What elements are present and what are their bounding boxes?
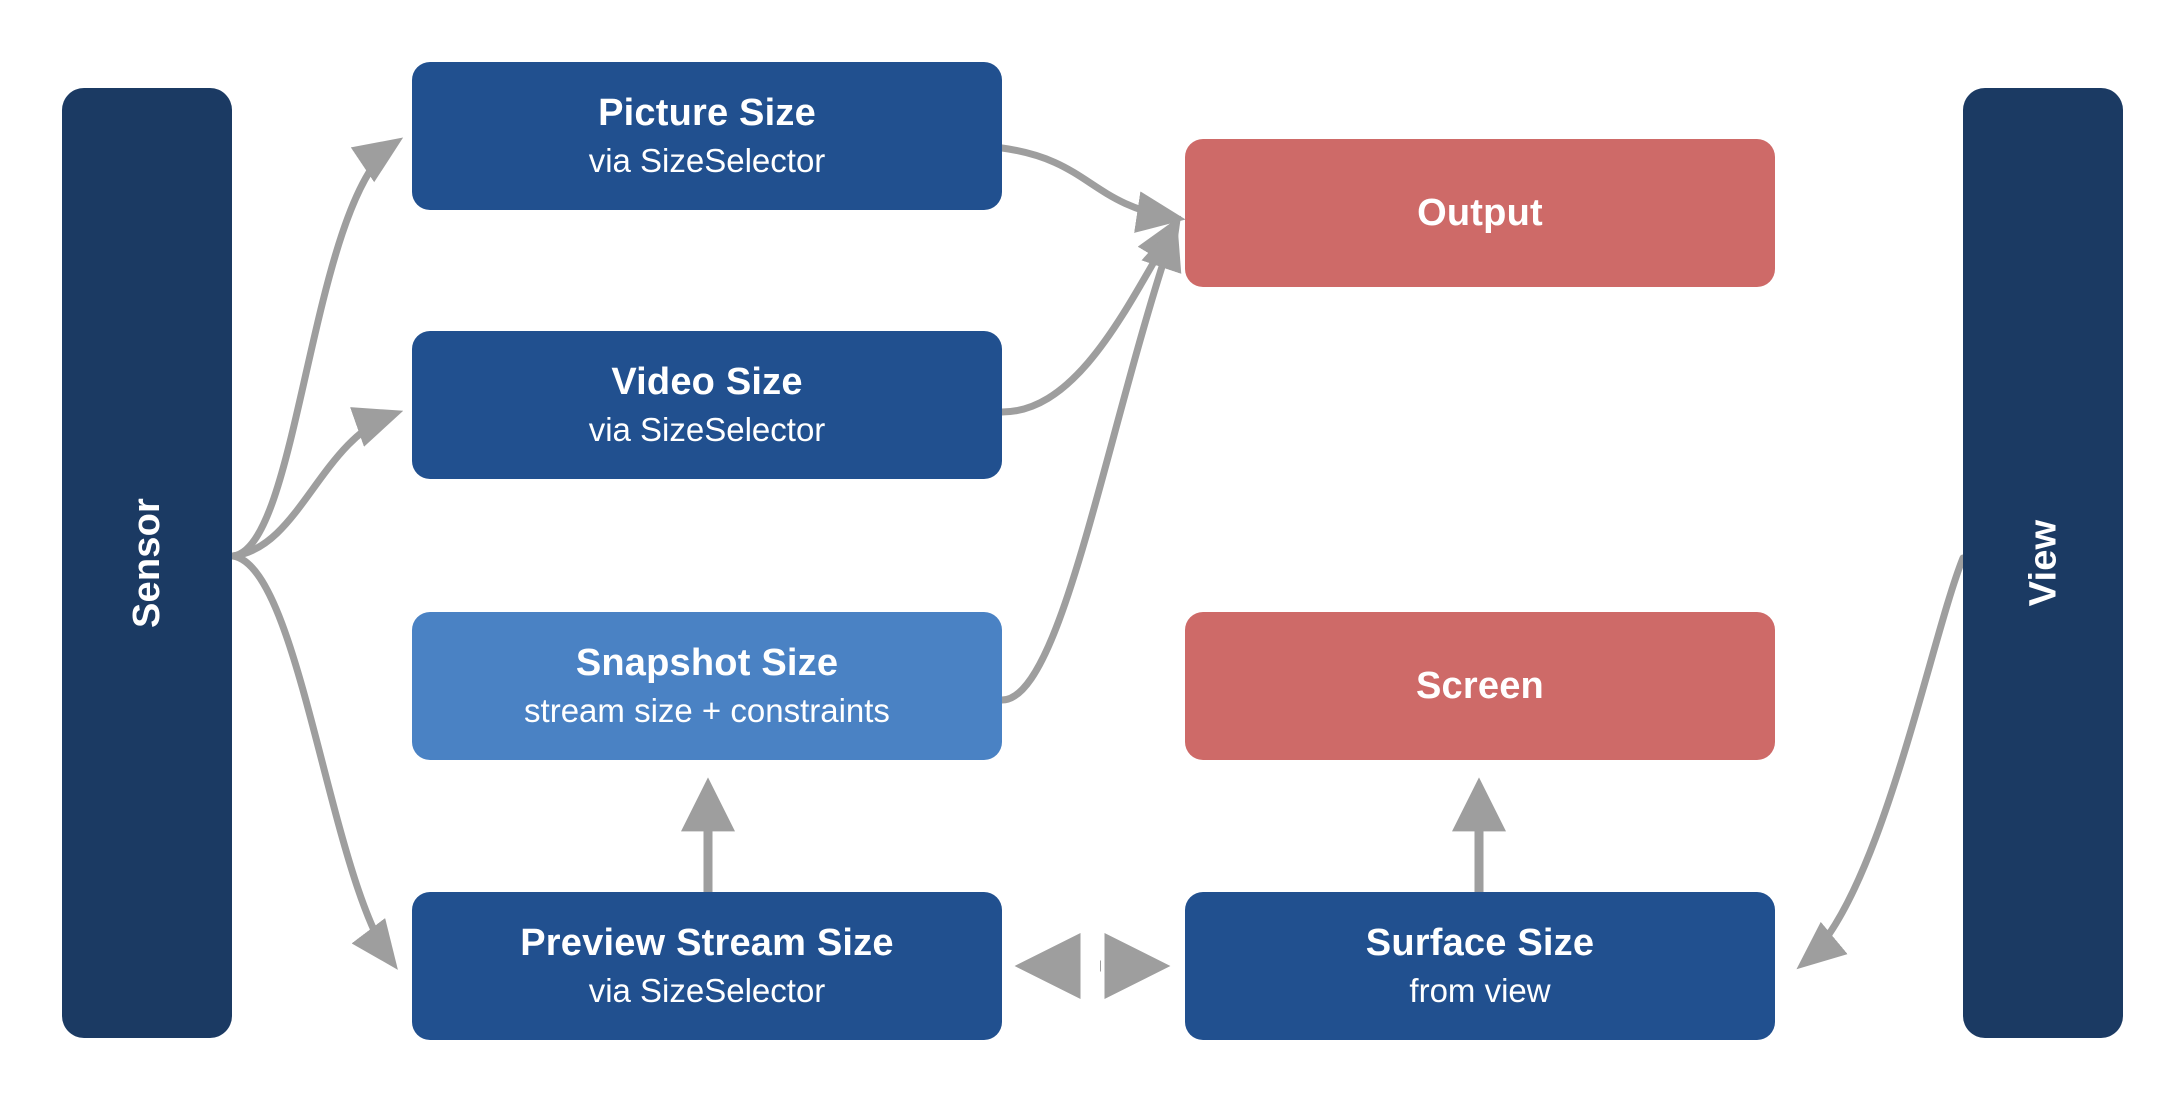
edge-picture-size-to-output bbox=[998, 144, 1186, 233]
node-output[interactable]: Output bbox=[1185, 139, 1775, 287]
node-picture-size[interactable]: Picture Size via SizeSelector bbox=[412, 62, 1002, 210]
node-picture-size-title: Picture Size bbox=[598, 92, 816, 135]
node-picture-size-subtitle: via SizeSelector bbox=[588, 142, 826, 180]
view-label-wrap: View bbox=[1963, 88, 2123, 1038]
node-video-size-title: Video Size bbox=[611, 361, 803, 404]
node-surface-size[interactable]: Surface Size from view bbox=[1185, 892, 1775, 1040]
node-snapshot-size-title: Snapshot Size bbox=[575, 642, 839, 685]
node-video-size[interactable]: Video Size via SizeSelector bbox=[412, 331, 1002, 479]
node-sensor-title: Sensor bbox=[125, 497, 168, 629]
node-sensor[interactable]: Sensor bbox=[62, 88, 232, 1038]
node-output-title: Output bbox=[1417, 191, 1543, 234]
edge-video-size-to-output bbox=[998, 215, 1182, 416]
edge-snapshot-size-to-output bbox=[998, 220, 1182, 704]
edge-sensor-to-picture-size bbox=[229, 137, 404, 560]
node-preview-stream-size[interactable]: Preview Stream Size via SizeSelector bbox=[412, 892, 1002, 1040]
node-surface-size-subtitle: from view bbox=[1409, 972, 1551, 1010]
edge-view-to-surface-size bbox=[1796, 554, 1967, 970]
edge-sensor-to-video-size bbox=[229, 407, 404, 560]
node-preview-stream-size-title: Preview Stream Size bbox=[520, 922, 894, 965]
node-video-size-subtitle: via SizeSelector bbox=[588, 411, 826, 449]
sensor-label-wrap: Sensor bbox=[62, 88, 232, 1038]
node-snapshot-size-subtitle: stream size + constraints bbox=[524, 692, 890, 730]
node-preview-stream-size-subtitle: via SizeSelector bbox=[588, 972, 826, 1010]
node-screen-title: Screen bbox=[1416, 664, 1544, 707]
node-surface-size-title: Surface Size bbox=[1365, 922, 1595, 965]
node-snapshot-size[interactable]: Snapshot Size stream size + constraints bbox=[412, 612, 1002, 760]
node-view[interactable]: View bbox=[1963, 88, 2123, 1038]
node-view-title: View bbox=[2021, 519, 2064, 607]
edge-sensor-to-preview-stream-size bbox=[229, 552, 398, 970]
node-screen[interactable]: Screen bbox=[1185, 612, 1775, 760]
